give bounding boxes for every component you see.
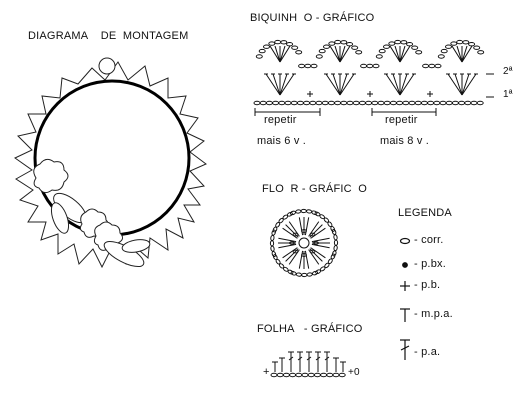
row-2-label: 2ª [503,66,513,77]
chain-stitch [321,100,329,106]
chain-stitch [284,100,292,106]
legend-label-half-double: - m.p.a. [414,308,453,320]
legend-label-chain: - corr. [414,234,444,246]
repeat-right-label: repetir [385,114,418,126]
chain-stitch-icon [399,237,411,245]
chain-stitch [265,100,273,106]
chain-stitch [358,100,366,106]
flower-chart [269,208,339,278]
picot-fan [315,39,373,97]
chain-stitch [433,100,441,106]
chain-stitch [303,100,311,106]
chain-stitch [427,100,435,106]
legend-symbols [399,237,411,360]
chain-stitch [290,100,298,106]
top-bead [98,57,116,75]
picot-fan [437,39,485,96]
legend-label-double: - p.a. [414,346,441,358]
slip-stitch-icon [402,262,408,268]
chain-stitch [259,100,267,106]
chain-stitch [383,100,391,106]
assembly-diagram-title: DIAGRAMA DE MONTAGEM [28,30,189,42]
leaf-end-mark: +0 [348,367,360,378]
chain-stitch [402,100,410,106]
base-chain-row [253,100,484,106]
chain-stitch [327,100,335,106]
chain-stitch [451,100,459,106]
legend-title: LEGENDA [398,207,452,219]
chain-stitch [408,100,416,106]
picot-fans [255,39,485,97]
extra-chains-left: mais 6 v . [257,135,307,147]
chain-stitch [470,100,478,106]
flower-cluster [33,158,151,268]
leaf-start-mark: + [263,366,270,378]
chain-stitch [389,100,397,106]
chain-stitch [352,100,360,106]
leaf-chart [270,351,346,378]
chain-stitch [334,100,342,106]
chain-stitch [371,100,379,106]
picot-fan [255,39,313,97]
chain-stitch [253,100,261,106]
chain-stitch [346,100,354,106]
chain-stitch [458,100,466,106]
chain-stitch [377,100,385,106]
leaf-chart-title: FOLHA - GRÁFICO [257,323,363,335]
picot-fan [375,39,433,97]
chain-stitch [309,100,317,106]
chain-stitch [420,100,428,106]
chain-stitch [365,100,373,106]
legend-label-single: - p.b. [414,279,441,291]
chain-stitch [464,100,472,106]
repeat-bracket-left [254,108,321,116]
legend-label-slip: - p.bx. [414,258,446,270]
chain-stitch [315,100,323,106]
double-crochet-icon [400,339,410,360]
row-1-label: 1ª [503,89,513,100]
chain-stitch [476,100,484,106]
extra-chains-right: mais 8 v . [380,135,430,147]
single-crochet-icon [400,281,410,291]
chain-stitch [340,100,348,106]
chain-stitch [296,100,304,106]
repeat-bracket-right [371,108,437,116]
chain-stitch [445,100,453,106]
picot-edging-chart [253,39,494,116]
repeat-left-label: repetir [264,114,297,126]
chain-stitch [278,100,286,106]
half-double-crochet-icon [400,308,410,322]
chain-stitch [272,100,280,106]
chain-stitch [439,100,447,106]
flower-chart-title: FLO R - GRÁFIC O [262,183,368,195]
picot-chart-title: BIQUINH O - GRÁFICO [250,12,375,24]
chain-stitch [396,100,404,106]
chain-stitch [414,100,422,106]
